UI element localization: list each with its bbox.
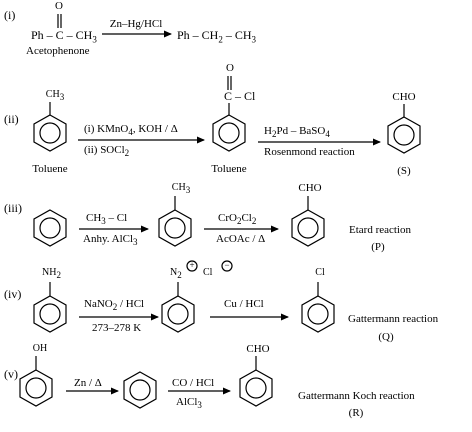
benzene-ring [33,209,67,247]
product-label: (Q) [378,331,394,343]
reagent-label: CrO2Cl2 [218,212,257,227]
amino-group: NH2 [42,267,61,280]
step-number: (i) [4,8,16,22]
reaction-name: Rosenmond reaction [264,146,355,158]
benzene-ring [387,116,421,154]
negative-charge-circle [221,260,233,272]
aldehyde-group: CHO [392,91,416,103]
carbonyl-oxygen: O [226,62,234,74]
positive-charge: + [189,260,195,270]
reagent-label: Cu / HCl [224,298,264,310]
negative-charge: − [224,260,230,270]
reagent-label: H2Pd – BaSO4 [264,125,330,140]
step-number: (iv) [4,287,22,301]
chloride-counterion: Cl [203,267,213,278]
chloro-group: Cl [315,267,325,278]
product-formula: Ph – CH2 – CH3 [177,28,257,45]
reagent-label: 273–278 K [92,322,142,334]
reagent-label: (i) KMnO4, KOH / Δ [84,123,178,138]
positive-charge-circle [186,260,198,272]
reaction-name: Etard reaction [349,224,411,236]
benzene-ring [19,369,53,407]
reaction-name: Gattermann Koch reaction [298,390,415,402]
reagent-label: AlCl3 [176,396,202,411]
reagent-label: CO / HCl [172,377,215,389]
reaction-name: Gattermann reaction [348,313,439,325]
carbonyl-oxygen: O [55,0,63,12]
reactant-name: Acetophenone [26,45,90,57]
intermediate-name: Toluene [211,163,247,175]
reactant-formula: Ph – C – CH3 [31,28,97,45]
methyl-group: CH3 [171,182,191,195]
step-number: (iii) [4,201,22,215]
product-label: (S) [397,165,411,177]
product-label: (R) [348,407,364,419]
reagent-label: Zn–Hg/HCl [109,18,163,30]
step-number: (v) [4,367,18,381]
reagent-label: AcOAc / Δ [216,233,266,245]
acyl-chloride-group: C – Cl [224,89,256,103]
benzene-ring [291,209,325,247]
benzene-ring [161,295,195,333]
reactant-name: Toluene [32,163,68,175]
aldehyde-group: CHO [246,343,270,355]
benzene-ring [239,369,273,407]
reagent-label: (ii) SOCl2 [84,144,130,159]
benzene-ring [301,295,335,333]
benzene-ring [33,114,67,152]
step-number: (ii) [4,112,19,126]
reagent-label: Anhy. AlCl3 [83,233,138,248]
reagent-label: NaNO2 / HCl [84,298,145,313]
methyl-group: CH3 [45,89,65,102]
product-label: (P) [371,241,385,253]
hydroxyl-group: OH [32,343,48,354]
diazonium-group: N2 [170,267,182,280]
aldehyde-group: CHO [298,182,322,194]
benzene-ring [212,114,246,152]
reagent-label: CH3 – Cl [86,212,128,227]
benzene-ring [123,371,157,409]
benzene-ring [33,295,67,333]
reagent-label: Zn / Δ [74,377,102,389]
benzene-ring [158,209,192,247]
